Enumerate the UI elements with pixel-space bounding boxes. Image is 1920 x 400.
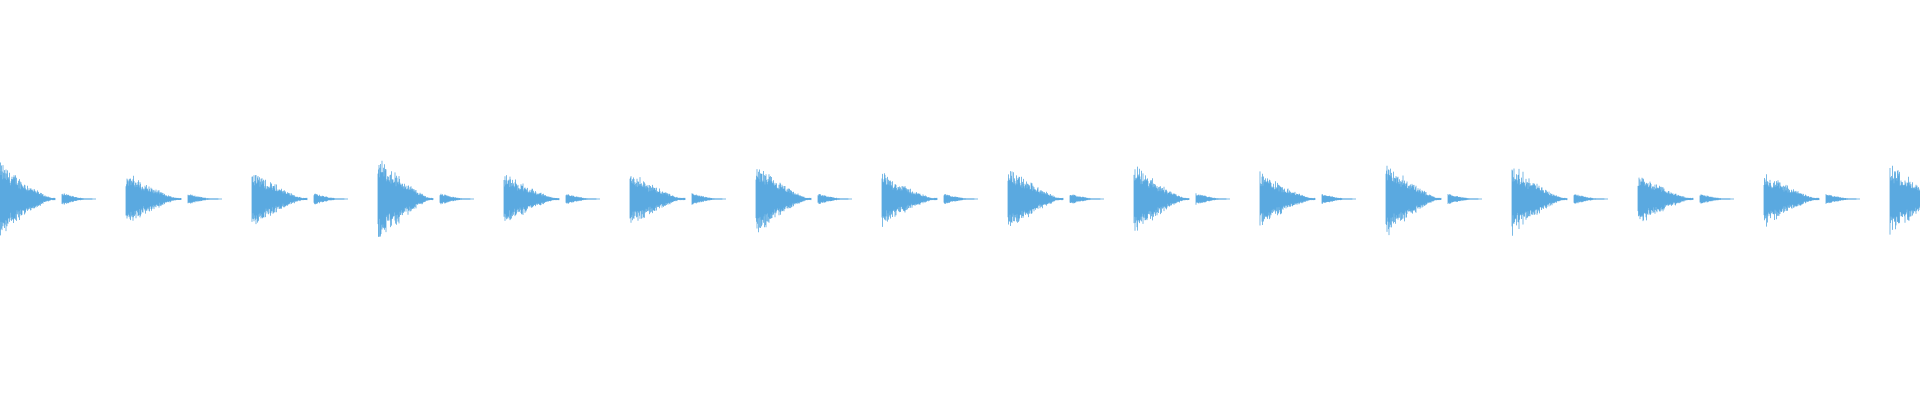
waveform-hit: [0, 162, 96, 236]
waveform-hit-path: [755, 169, 852, 233]
waveform-hit: [1133, 166, 1230, 231]
waveform-hit: [1385, 165, 1482, 236]
waveform-hit-path: [629, 176, 726, 223]
waveform-hit: [377, 160, 474, 237]
waveform-hit-path: [881, 173, 978, 227]
waveform-hits: [0, 160, 1920, 237]
waveform-hit: [503, 175, 600, 221]
waveform-hit-path: [125, 175, 222, 221]
waveform-hit-path: [1637, 177, 1734, 222]
waveform-hit: [1763, 174, 1860, 227]
waveform-hit-path: [0, 162, 96, 236]
waveform-hit-path: [503, 175, 600, 221]
waveform-hit-path: [1007, 171, 1104, 226]
waveform-hit: [881, 173, 978, 227]
waveform-hit-path: [251, 175, 348, 225]
waveform-hit: [629, 176, 726, 223]
waveform-hit-path: [377, 160, 474, 237]
waveform-hit: [251, 175, 348, 225]
waveform-hit-path: [1889, 165, 1920, 235]
waveform-hit: [1007, 171, 1104, 226]
waveform-hit-path: [1133, 166, 1230, 231]
waveform-hit-path: [1763, 174, 1860, 227]
waveform-hit: [125, 175, 222, 221]
waveform-hit: [755, 169, 852, 233]
waveform-hit: [1259, 171, 1356, 226]
waveform-hit-path: [1511, 168, 1608, 236]
waveform-hit-path: [1385, 165, 1482, 236]
waveform-hit: [1637, 177, 1734, 222]
waveform-hit-path: [1259, 171, 1356, 226]
waveform-hit: [1511, 168, 1608, 236]
waveform-hit: [1889, 165, 1920, 235]
